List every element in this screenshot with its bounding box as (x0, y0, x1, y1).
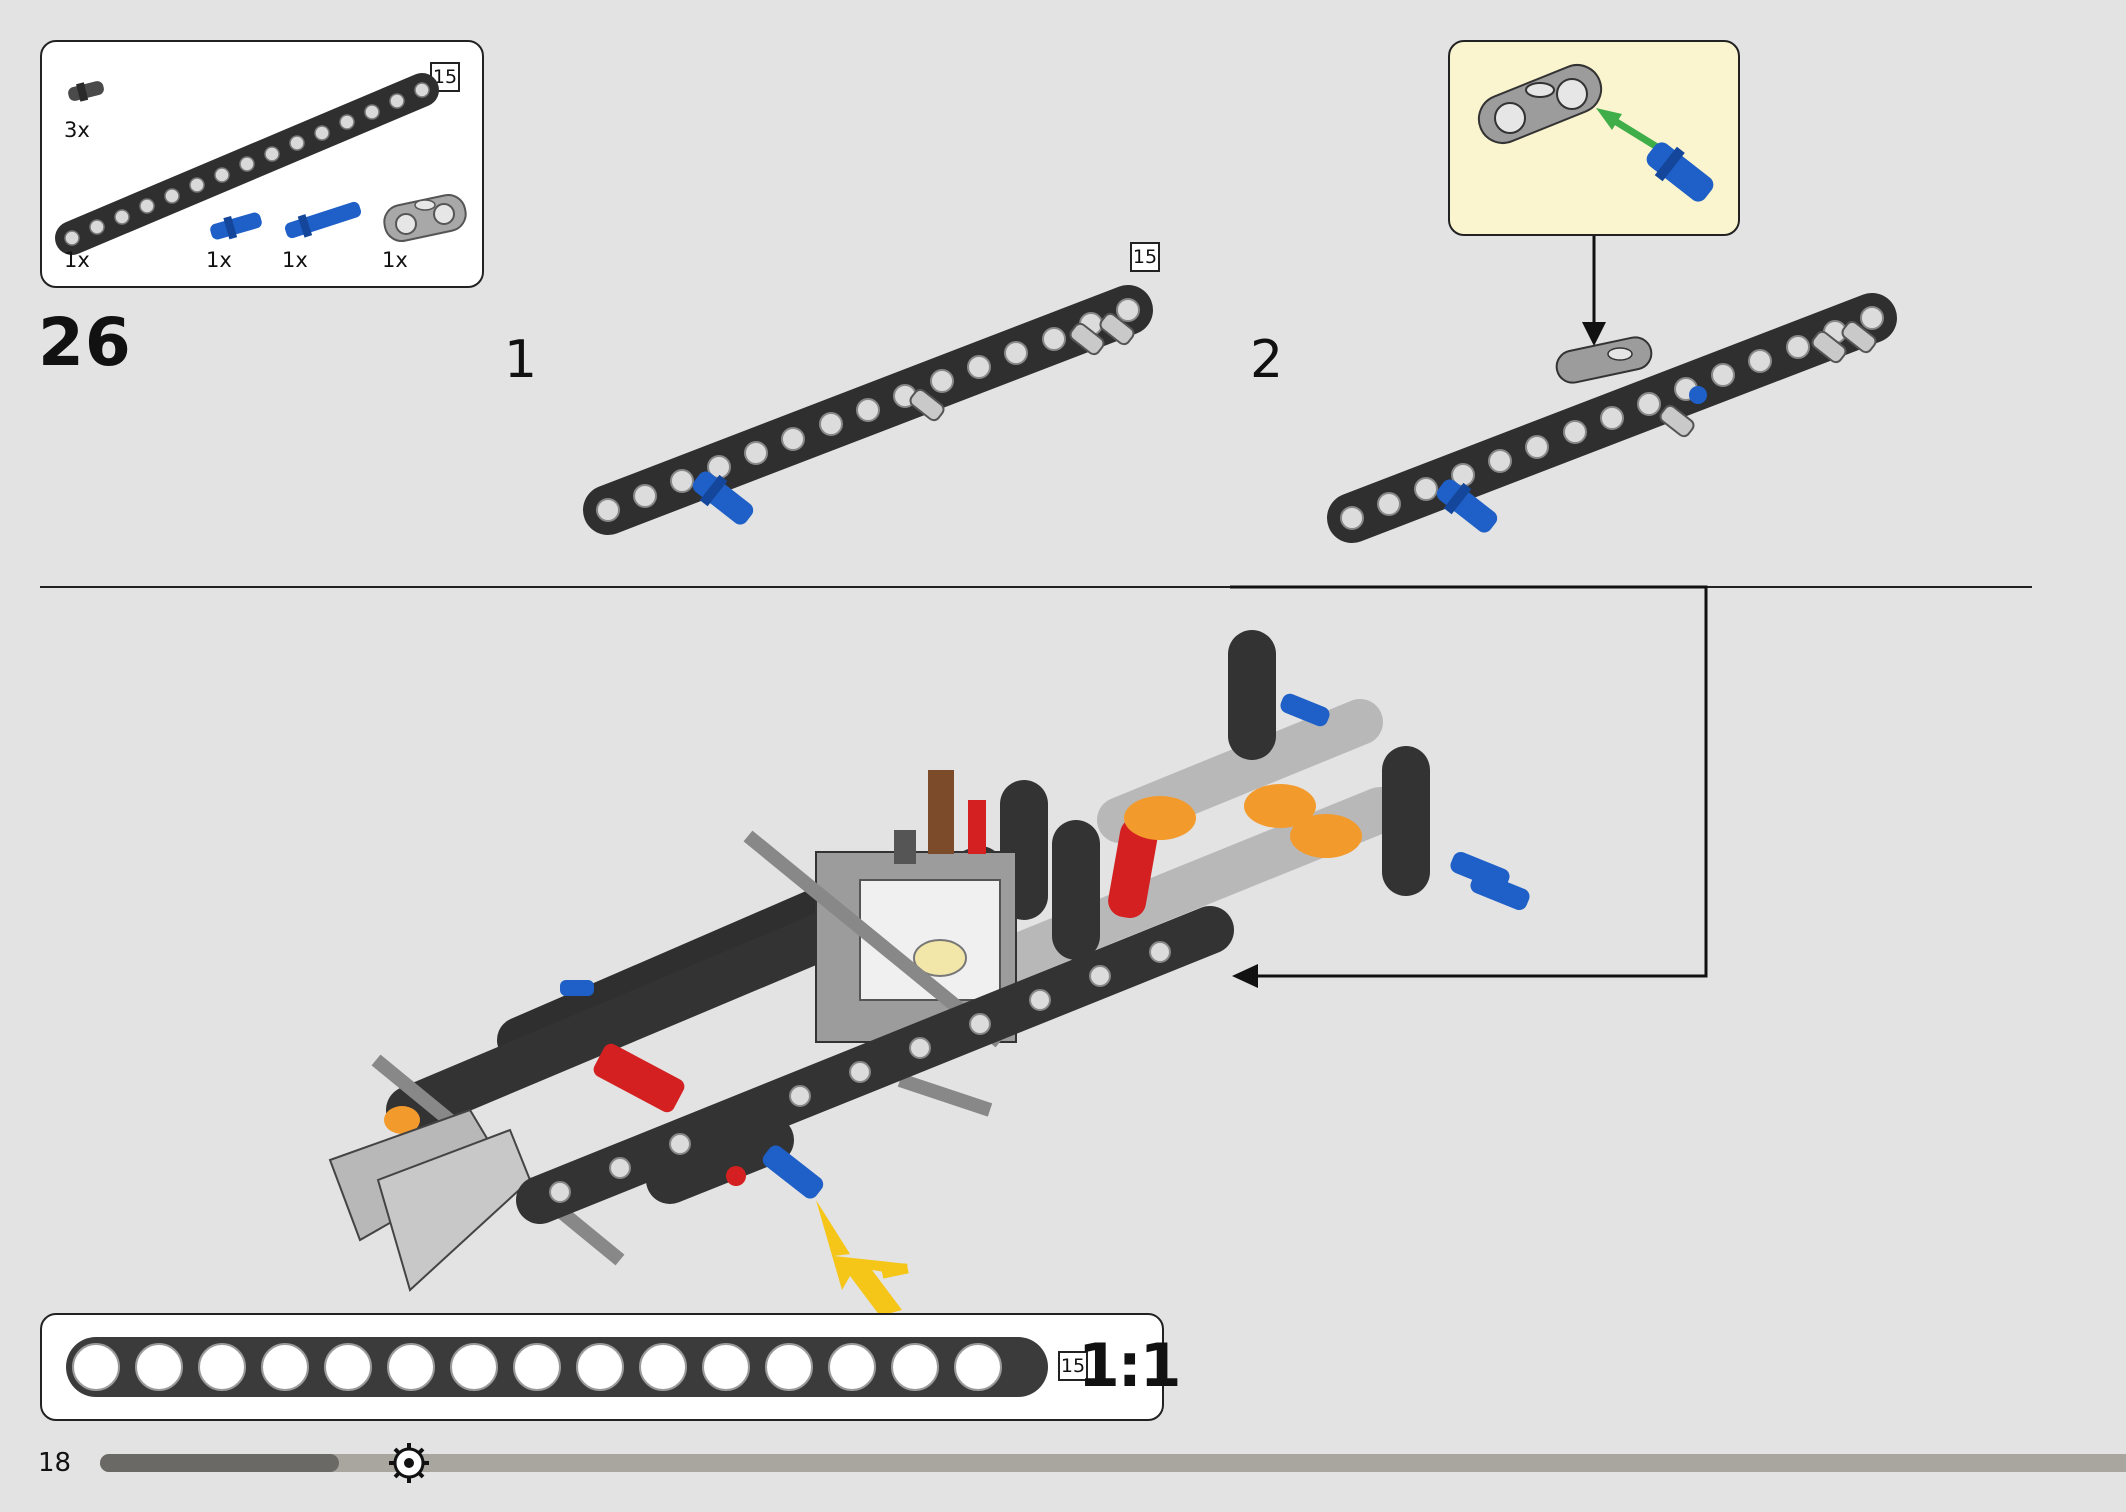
sub-step-number: 1 (504, 330, 538, 390)
parts-list-illustrations (55, 73, 467, 255)
gear-icon (389, 1443, 429, 1483)
beam-ruler: 15 1:1 (40, 1313, 1181, 1421)
callout-arrow-head (1582, 322, 1606, 346)
beam-15-icon (583, 285, 1153, 535)
progress-bar (100, 1454, 2126, 1472)
ruler-hole (513, 1343, 561, 1391)
qty-label: 1x (282, 248, 308, 272)
beam-length-tag: 15 (1058, 1351, 1088, 1381)
parts-list-box: 15 (40, 40, 484, 288)
progress-fill (100, 1454, 340, 1472)
scale-label: 1:1 (1078, 1331, 1181, 1401)
cross-block-icon (1477, 64, 1603, 144)
ruler-hole (576, 1343, 624, 1391)
blue-axle-pin-icon (692, 471, 754, 525)
beam-15-icon (1327, 293, 1897, 543)
page-number: 18 (38, 1448, 72, 1478)
step-number: 26 (38, 304, 132, 381)
ruler-hole (261, 1343, 309, 1391)
ruler-hole (72, 1343, 120, 1391)
ruler-hole (387, 1343, 435, 1391)
qty-label: 1x (64, 248, 90, 272)
qty-label: 1x (382, 248, 408, 272)
ruler-hole (324, 1343, 372, 1391)
assembly-arrow-head (1232, 964, 1258, 988)
beam-length-tag: 15 (1130, 242, 1160, 272)
blue-axle-pin-icon (1436, 479, 1498, 533)
ruler-hole (765, 1343, 813, 1391)
yellow-insert-arrow-icon (816, 1200, 909, 1316)
assembly-connector-line (1230, 585, 1708, 978)
green-insert-arrow-icon (1596, 108, 1664, 153)
ruler-hole (828, 1343, 876, 1391)
cross-block-icon (383, 194, 467, 242)
ruler-hole (639, 1343, 687, 1391)
beam-holes (549, 941, 1171, 1203)
ruler-hole (954, 1343, 1002, 1391)
ruler-hole (450, 1343, 498, 1391)
pin-with-friction-icon (68, 81, 104, 102)
grey-pin-icon (1659, 320, 1877, 438)
section-divider (40, 586, 2032, 588)
ruler-hole (702, 1343, 750, 1391)
ruler-hole (135, 1343, 183, 1391)
grey-pin-icon (909, 312, 1135, 422)
ruler-hole (891, 1343, 939, 1391)
beam-15-icon (55, 73, 439, 255)
blue-axle-pin-icon (210, 212, 262, 240)
ruler-hole (198, 1343, 246, 1391)
blue-long-pin-icon (284, 201, 362, 239)
beam-holes (64, 82, 430, 246)
beam-holes (1340, 306, 1884, 530)
cross-block-icon (1555, 336, 1653, 384)
qty-label: 1x (206, 248, 232, 272)
sub-step-number: 2 (1250, 330, 1284, 390)
blue-axle-pin-icon (1646, 142, 1714, 202)
ruler-beam (66, 1337, 1048, 1397)
qty-label: 3x (64, 118, 90, 142)
